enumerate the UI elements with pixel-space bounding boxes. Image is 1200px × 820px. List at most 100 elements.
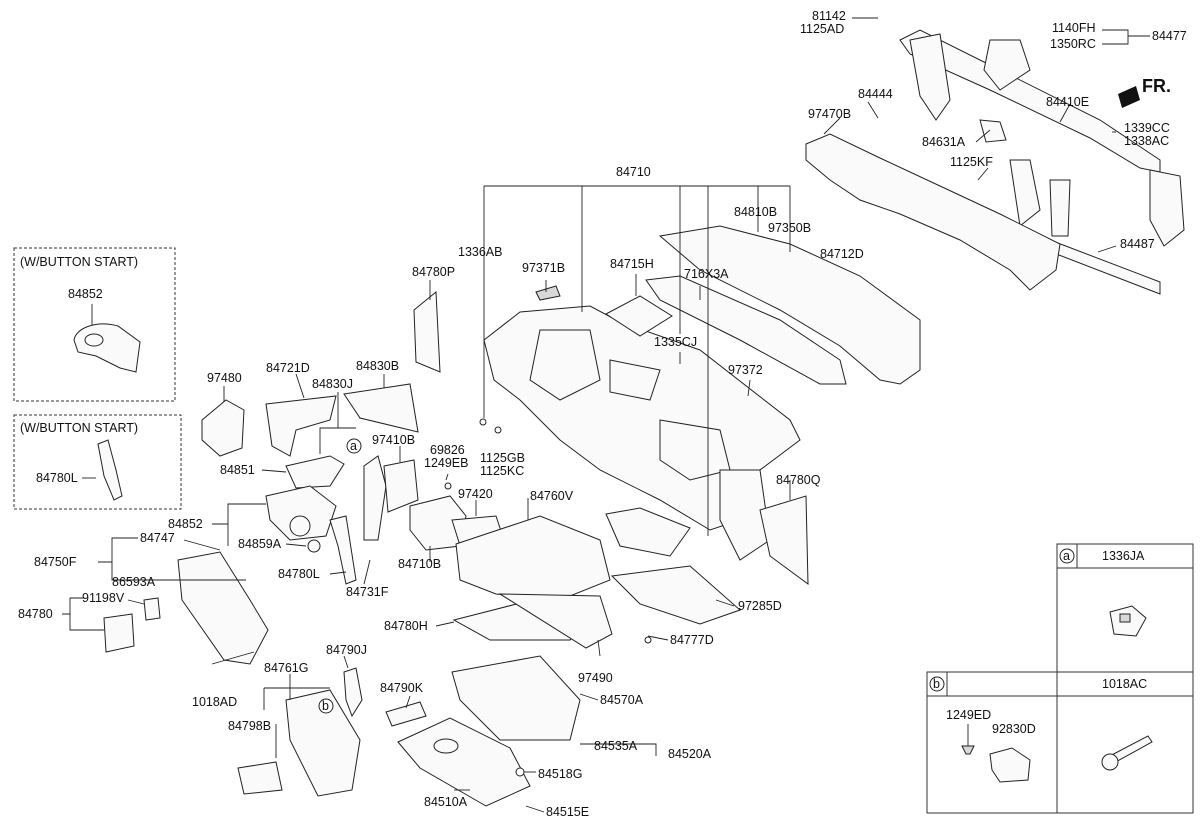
cluster-lower-cover [285,455,345,489]
cluster-housing [265,395,337,457]
callout-84520A: 84520A [668,747,712,761]
callout-716X3A: 716X3A [684,267,729,281]
callout-97350B: 97350B [768,221,811,235]
callout-97470B: 97470B [808,107,851,121]
callout-81142: 81142 [812,9,846,23]
side-cover-right [759,495,809,586]
steering-column-cover [265,485,337,541]
inset-title: (W/BUTTON START) [20,255,138,269]
callout-84710B: 84710B [398,557,441,571]
dash-bracket [605,507,691,557]
side-vent-left [201,399,245,457]
legend-sub-2: 92830D [992,722,1036,736]
leader-lines: a b [62,17,1150,813]
callout-84487: 84487 [1120,237,1155,251]
callout-84477: 84477 [1152,29,1187,43]
callout-84570A: 84570A [600,693,644,707]
callout-84852: 84852 [168,517,203,531]
callout-84859A: 84859A [238,537,282,551]
callout-84790K: 84790K [380,681,424,695]
legend-part-a: 1336JA [1102,549,1145,563]
small-plate [143,597,161,621]
callout-84444: 84444 [858,87,893,101]
callout-97285D: 97285D [738,599,782,613]
fuse-cover [103,613,135,653]
front-arrow-icon [1118,86,1140,108]
knee-trim [329,515,357,585]
callout-labels: 81142 1125AD 1140FH 1350RC 84477 84444 9… [18,9,1187,819]
callout-84851: 84851 [220,463,255,477]
glove-box [397,717,531,807]
callout-84515E: 84515E [546,805,589,819]
defroster-nozzle [645,275,847,385]
center-vent-grille [535,285,561,301]
callout-1125KC: 1125KC [480,464,524,478]
lower-console [610,565,741,625]
callout-84518G: 84518G [538,767,582,781]
speaker-cover [605,295,673,337]
callout-84830B: 84830B [356,359,399,373]
glove-box-garnish [498,593,613,649]
callout-84780Q: 84780Q [776,473,821,487]
callout-97420: 97420 [458,487,493,501]
inset-button-start-2: (W/BUTTON START) 84780L [13,414,182,510]
callout-97372: 97372 [728,363,763,377]
bracket-icon [989,747,1031,783]
callout-84712D: 84712D [820,247,864,261]
callout-1140FH: 1140FH [1052,21,1096,35]
inset-part-label: 84852 [68,287,103,301]
callout-84761G: 84761G [264,661,308,675]
lower-crash-pad [285,689,361,797]
center-fascia [455,515,611,601]
callout-84780P: 84780P [412,265,455,279]
inset-button-start-1: (W/BUTTON START) 84852 [13,247,176,402]
callout-1339CC: 1339CC [1124,121,1170,135]
cluster-hood [343,383,419,433]
callout-1249EB: 1249EB [424,456,468,470]
callout-84747: 84747 [140,531,175,545]
callout-1125KF: 1125KF [950,155,993,169]
bracket-84780P [413,290,441,373]
callout-84810B: 84810B [734,205,777,219]
callout-97490: 97490 [578,671,613,685]
side-trim-panel [363,455,387,541]
legend-part-b: 1018AC [1102,677,1147,691]
upper-pad [658,225,921,385]
bracket-84790J [343,667,363,718]
callout-84510A: 84510A [424,795,468,809]
callout-97371B: 97371B [522,261,565,275]
callout-84780L: 84780L [278,567,320,581]
front-indicator: FR. [1118,76,1171,108]
callout-1335CJ: 1335CJ [654,335,697,349]
front-label: FR. [1142,76,1171,96]
callout-84410E: 84410E [1046,95,1089,109]
legend-table: a 1336JA b 1018AC 1249ED 92830D [926,543,1194,814]
side-trim-bracket [97,439,123,501]
callout-1018AD: 1018AD [192,695,237,709]
callout-84710: 84710 [616,165,651,179]
callout-97410B: 97410B [372,433,415,447]
heater-duct [805,133,1061,291]
legend-marker-a: a [1063,549,1070,563]
glove-box-housing [451,655,581,741]
side-vent-right [383,459,419,513]
crash-pad-main [483,305,801,561]
svg-text:b: b [322,699,329,713]
callout-86593A: 86593A [112,575,156,589]
start-button-bezel [73,323,141,373]
cowl-cross-bar [899,29,1185,295]
inset-part-label: 84780L [36,471,78,485]
bracket-84790K [385,701,427,727]
lower-panel-left [177,551,269,665]
legend-sub-1: 1249ED [946,708,991,722]
cover-plate [237,761,283,795]
svg-text:a: a [350,439,357,453]
callout-84750F: 84750F [34,555,77,569]
callout-1125AD: 1125AD [800,22,844,36]
callout-84760V: 84760V [530,489,574,503]
screw-icon [961,745,975,755]
callout-84780H: 84780H [384,619,428,633]
callout-84780: 84780 [18,607,53,621]
callout-84790J: 84790J [326,643,367,657]
